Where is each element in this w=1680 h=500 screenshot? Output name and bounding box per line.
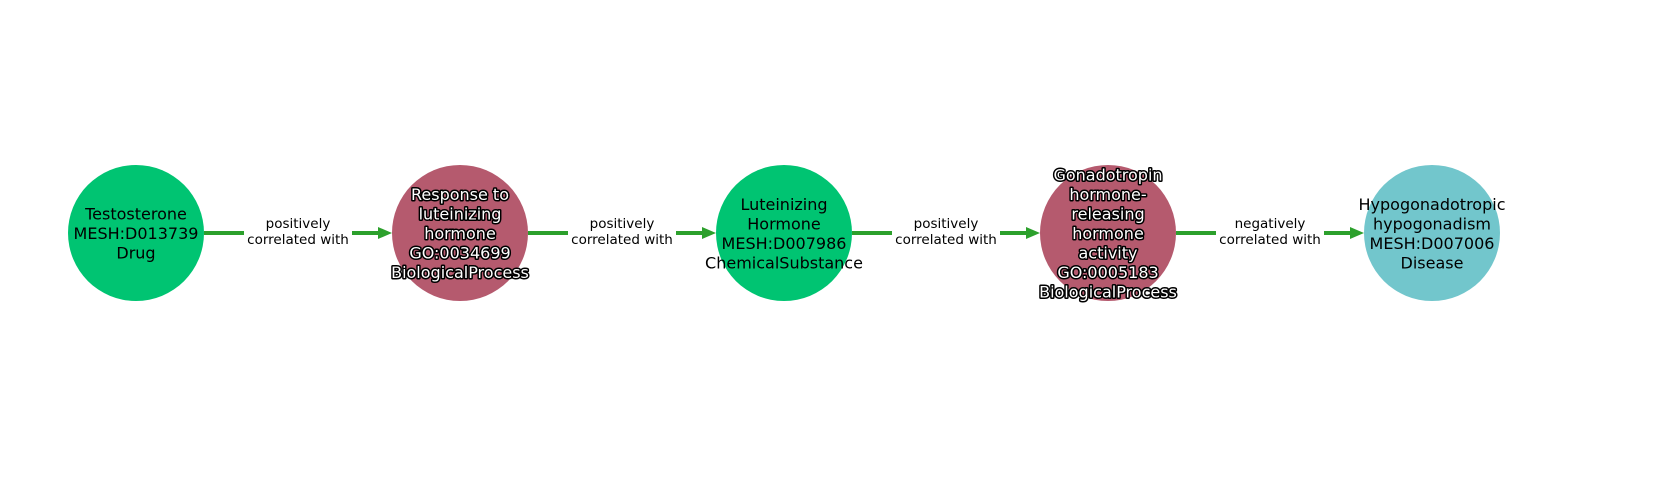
node-label: Testosterone xyxy=(84,205,187,224)
edge-label: positively xyxy=(914,216,979,232)
node-label: Hypogonadotropic xyxy=(1359,195,1506,214)
node-label: Response to xyxy=(411,185,509,204)
node-n4[interactable]: HypogonadotropichypogonadismMESH:D007006… xyxy=(1359,165,1506,301)
arrowhead-icon xyxy=(378,227,392,239)
node-circle[interactable] xyxy=(1040,165,1176,301)
node-label: ChemicalSubstance xyxy=(705,253,863,272)
node-n3[interactable]: Gonadotropinhormone-releasinghormoneacti… xyxy=(1038,164,1179,303)
node-label: hypogonadism xyxy=(1373,214,1491,233)
node-label: Disease xyxy=(1401,253,1464,272)
node-label: BiologicalProcess xyxy=(391,263,529,282)
node-label: Luteinizing xyxy=(740,195,827,214)
node-label: Hormone xyxy=(747,214,820,233)
node-n1[interactable]: Response toluteinizinghormoneGO:0034699B… xyxy=(390,165,530,301)
edge-label: negatively xyxy=(1235,216,1306,232)
edge-label: correlated with xyxy=(571,232,673,248)
edge-label: positively xyxy=(266,216,331,232)
edge-label: correlated with xyxy=(247,232,349,248)
node-label: hormone xyxy=(424,224,496,243)
node-circle[interactable] xyxy=(1364,165,1500,301)
node-label: activity xyxy=(1079,244,1138,263)
node-label: Drug xyxy=(116,244,155,263)
node-label: Gonadotropin xyxy=(1053,166,1162,185)
node-circle[interactable] xyxy=(68,165,204,301)
edge-label: correlated with xyxy=(1219,232,1321,248)
node-label: GO:0034699 xyxy=(409,244,510,263)
node-label: hormone xyxy=(1072,224,1144,243)
node-label: MESH:D007006 xyxy=(1370,234,1495,253)
node-label: hormone- xyxy=(1069,185,1146,204)
node-label: MESH:D007986 xyxy=(722,234,847,253)
arrowhead-icon xyxy=(702,227,716,239)
node-n2[interactable]: LuteinizingHormoneMESH:D007986ChemicalSu… xyxy=(705,165,863,301)
node-circle[interactable] xyxy=(392,165,528,301)
edge-label: correlated with xyxy=(895,232,997,248)
node-label: BiologicalProcess xyxy=(1039,283,1177,302)
node-label: releasing xyxy=(1071,205,1144,224)
node-label: GO:0005183 xyxy=(1057,263,1158,282)
arrowhead-icon xyxy=(1026,227,1040,239)
node-circle[interactable] xyxy=(716,165,852,301)
node-label: MESH:D013739 xyxy=(74,224,199,243)
node-label: luteinizing xyxy=(419,205,502,224)
arrowhead-icon xyxy=(1350,227,1364,239)
edge-label: positively xyxy=(590,216,655,232)
